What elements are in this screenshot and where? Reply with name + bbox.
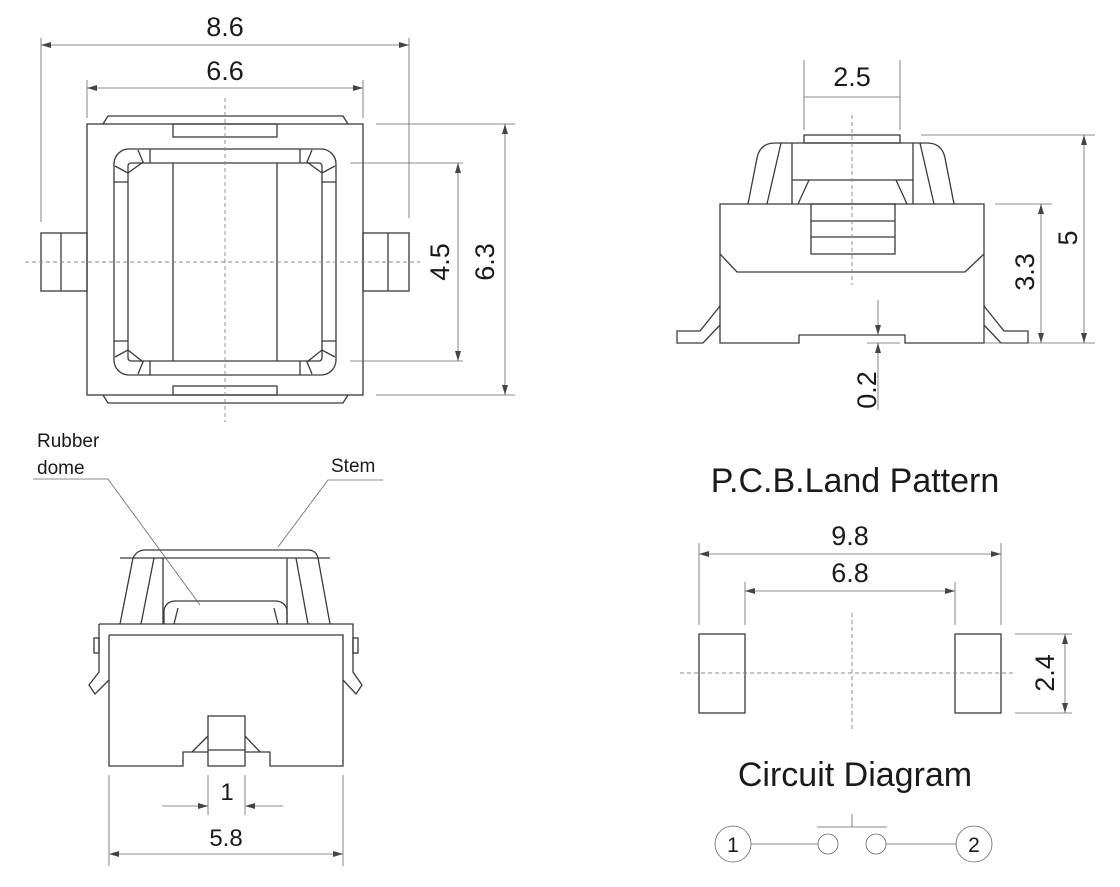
terminal-1-label: 1 <box>727 834 739 857</box>
dim-5: 5 <box>921 134 1095 344</box>
drawing-line <box>352 637 359 654</box>
switch-actuator <box>817 814 887 828</box>
dim-label: 2.4 <box>1030 654 1060 692</box>
drawing-line <box>102 115 349 125</box>
left-lead <box>676 305 721 344</box>
drawing-line <box>207 715 246 767</box>
drawing-line <box>93 637 100 654</box>
drawing-line <box>88 623 363 696</box>
drawing-line <box>114 149 336 375</box>
callout-label: dome <box>37 458 85 479</box>
drawing-line <box>719 203 985 344</box>
front-view: Rubber dome Stem 1 5.8 <box>33 431 383 866</box>
drawing-line <box>108 634 344 767</box>
drawing-line <box>33 478 201 606</box>
dim-5-8: 5.8 <box>108 775 344 866</box>
dim-6-6: 6.6 <box>86 56 364 118</box>
contact-right <box>865 833 887 855</box>
terminal-2-label: 2 <box>968 834 980 857</box>
dim-1: 1 <box>162 775 283 815</box>
callout-label: Stem <box>331 456 375 477</box>
rubber-dome-callout: Rubber dome <box>33 431 201 606</box>
dim-0-2: 0.2 <box>852 300 900 410</box>
dim-2-5: 2.5 <box>803 60 901 130</box>
drawing-line <box>120 557 330 625</box>
dim-3-3: 3.3 <box>995 203 1052 343</box>
drawing-line <box>119 549 331 625</box>
dim-6-3: 6.3 <box>376 123 515 396</box>
circuit-diagram-title: Circuit Diagram <box>738 756 972 794</box>
pcb-land-pattern: P.C.B.Land Pattern 9.8 6.8 2.4 <box>680 462 1072 732</box>
drawing-line <box>810 203 896 255</box>
dim-9-8: 9.8 <box>698 521 1002 625</box>
dim-4-5: 4.5 <box>350 162 463 362</box>
dim-label: 6.3 <box>470 243 500 281</box>
dim-label: 1 <box>220 779 233 806</box>
stem-callout: Stem <box>277 456 383 548</box>
side-view: 2.5 5 3.3 0.2 <box>676 60 1095 410</box>
callout-label: Rubber <box>37 431 100 452</box>
drawing-line <box>277 479 383 548</box>
drawing-line <box>747 142 955 205</box>
dim-label: 5.8 <box>209 825 242 852</box>
drawing-line <box>114 149 336 375</box>
top-view: 8.6 6.6 4.5 6.3 <box>25 12 515 422</box>
left-pad <box>698 633 746 714</box>
circuit-diagram: Circuit Diagram 1 2 <box>714 756 993 863</box>
dim-label: 9.8 <box>831 521 869 551</box>
pcb-land-pattern-title: P.C.B.Land Pattern <box>711 462 1000 500</box>
dim-2-4: 2.4 <box>1015 633 1072 714</box>
right-pad <box>954 633 1002 714</box>
dim-label: 3.3 <box>1010 253 1040 291</box>
dim-6-8: 6.8 <box>744 558 956 625</box>
right-lead <box>983 305 1029 344</box>
dim-label: 6.6 <box>206 56 244 86</box>
dim-label: 4.5 <box>425 243 455 281</box>
dim-label: 8.6 <box>206 12 244 42</box>
drawing-line <box>191 735 261 753</box>
dim-label: 5 <box>1053 230 1083 245</box>
dim-label: 2.5 <box>833 62 871 92</box>
drawing-line <box>163 600 288 625</box>
drawing-line <box>766 142 935 205</box>
dim-8-6: 8.6 <box>40 12 410 222</box>
dim-label: 0.2 <box>852 371 882 409</box>
contact-left <box>817 833 839 855</box>
drawing-line <box>102 394 349 404</box>
dim-label: 6.8 <box>831 558 869 588</box>
drawing-line <box>719 253 985 273</box>
